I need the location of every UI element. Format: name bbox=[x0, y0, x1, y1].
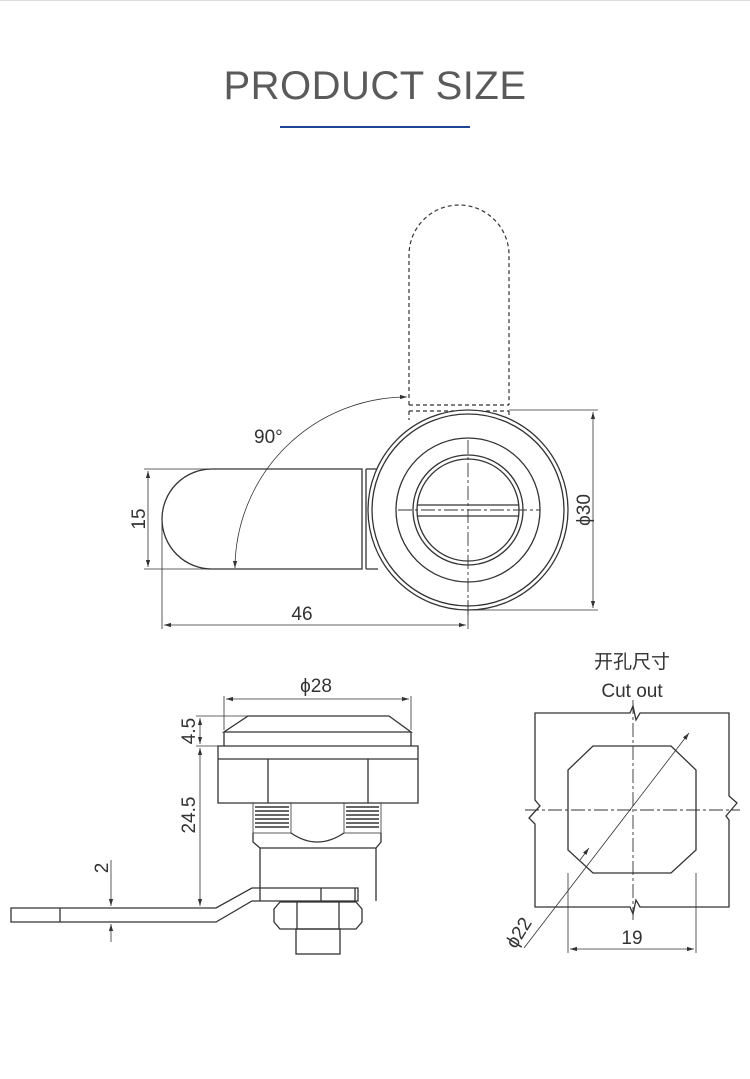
cutout-width-extension-lines bbox=[567, 873, 697, 953]
cutout-title-en: Cut out bbox=[601, 681, 663, 702]
cutout-hole bbox=[567, 745, 697, 874]
cam-plate bbox=[10, 887, 359, 923]
lower-body bbox=[252, 832, 382, 901]
cap-height-extension-lines bbox=[196, 715, 248, 747]
thread-right bbox=[343, 802, 382, 834]
center-lines bbox=[398, 440, 540, 618]
body bbox=[217, 745, 419, 804]
thread bbox=[252, 802, 382, 834]
side-view: ϕ28 4.5 24.5 2 bbox=[10, 676, 419, 955]
length-extension-lines bbox=[161, 519, 469, 629]
cam-thickness-label: 2 bbox=[92, 863, 113, 874]
page-title: PRODUCT SIZE bbox=[223, 64, 527, 108]
cutout-diameter-line bbox=[523, 732, 690, 949]
top-view: 90° 15 46 ϕ30 bbox=[129, 204, 598, 629]
thread-lines bbox=[255, 806, 379, 828]
cutout-width-label: 19 bbox=[621, 928, 642, 949]
cap bbox=[221, 715, 413, 746]
cap-diameter-label: ϕ28 bbox=[300, 676, 332, 697]
cutout-diameter-label: ϕ22 bbox=[502, 914, 537, 952]
cam-lever bbox=[161, 468, 378, 570]
cap-height-label: 4.5 bbox=[179, 718, 200, 744]
title-underline bbox=[280, 126, 470, 128]
height-extension-lines bbox=[144, 468, 212, 570]
panel-outline bbox=[528, 703, 738, 917]
cutout-title-cn: 开孔尺寸 bbox=[594, 651, 670, 673]
cap-diameter-extension-lines bbox=[223, 696, 412, 730]
diameter-label: ϕ30 bbox=[574, 494, 595, 526]
top-divider bbox=[0, 0, 750, 1]
rotated-cam-dashed bbox=[408, 204, 510, 420]
hex-nut bbox=[273, 901, 363, 930]
body-height-label: 24.5 bbox=[179, 797, 200, 834]
cutout-view: 开孔尺寸 Cut out ϕ22 19 bbox=[502, 651, 740, 953]
thread-left bbox=[252, 802, 292, 834]
cutout-diameter-arrow bbox=[579, 847, 590, 861]
rotation-angle-arc bbox=[232, 394, 408, 569]
cutout-center-lines bbox=[525, 700, 740, 920]
length-label: 46 bbox=[291, 604, 312, 625]
shaft bbox=[295, 928, 341, 955]
diameter-extension-lines bbox=[470, 409, 598, 611]
angle-label: 90° bbox=[254, 427, 283, 448]
height-label: 15 bbox=[129, 508, 150, 529]
